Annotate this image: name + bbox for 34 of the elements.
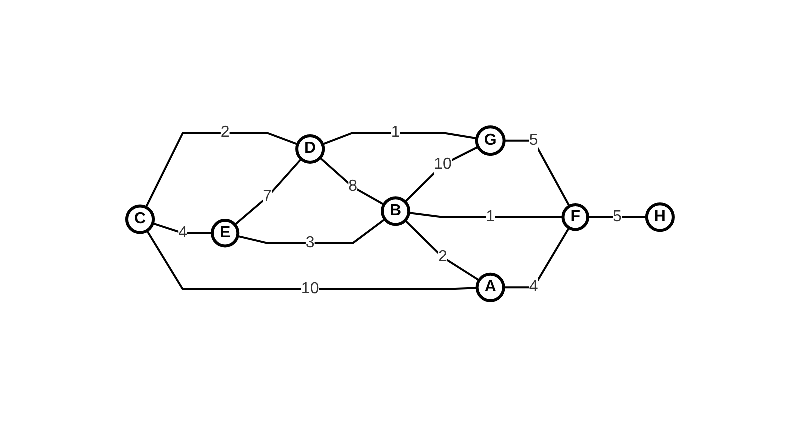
edge-label: 4 [178, 224, 188, 242]
node-circle: A [476, 273, 506, 303]
edge-label: 10 [301, 280, 319, 298]
connector [145, 132, 298, 208]
node-circle: E [210, 219, 240, 248]
edge-label: 2 [220, 124, 230, 142]
node-circle: B [380, 196, 410, 226]
edge-label: 7 [262, 188, 272, 206]
connector [146, 230, 478, 291]
connector [504, 228, 570, 289]
edge-label: 1 [391, 124, 400, 142]
connector [319, 158, 384, 206]
edge-label: 10 [434, 156, 452, 174]
edge-label: 4 [529, 278, 538, 296]
node-circle: D [295, 134, 325, 164]
connector [408, 212, 563, 219]
node-circle: G [475, 126, 506, 156]
connector [588, 216, 647, 219]
edge-label: 3 [306, 234, 315, 252]
node-circle: H [645, 202, 675, 232]
edge-label: 2 [438, 248, 448, 266]
node-circle: C [125, 204, 155, 235]
edge-label: 8 [348, 178, 358, 196]
edge-label: 5 [612, 208, 622, 226]
connector [237, 218, 386, 245]
connector [404, 220, 480, 282]
node-circle: F [561, 204, 590, 232]
connector [322, 132, 477, 146]
connector [404, 146, 479, 204]
connector [234, 158, 302, 226]
edge-label: 1 [486, 208, 495, 226]
connector [504, 140, 570, 208]
connector [152, 222, 212, 235]
edge-label: 5 [529, 132, 538, 150]
